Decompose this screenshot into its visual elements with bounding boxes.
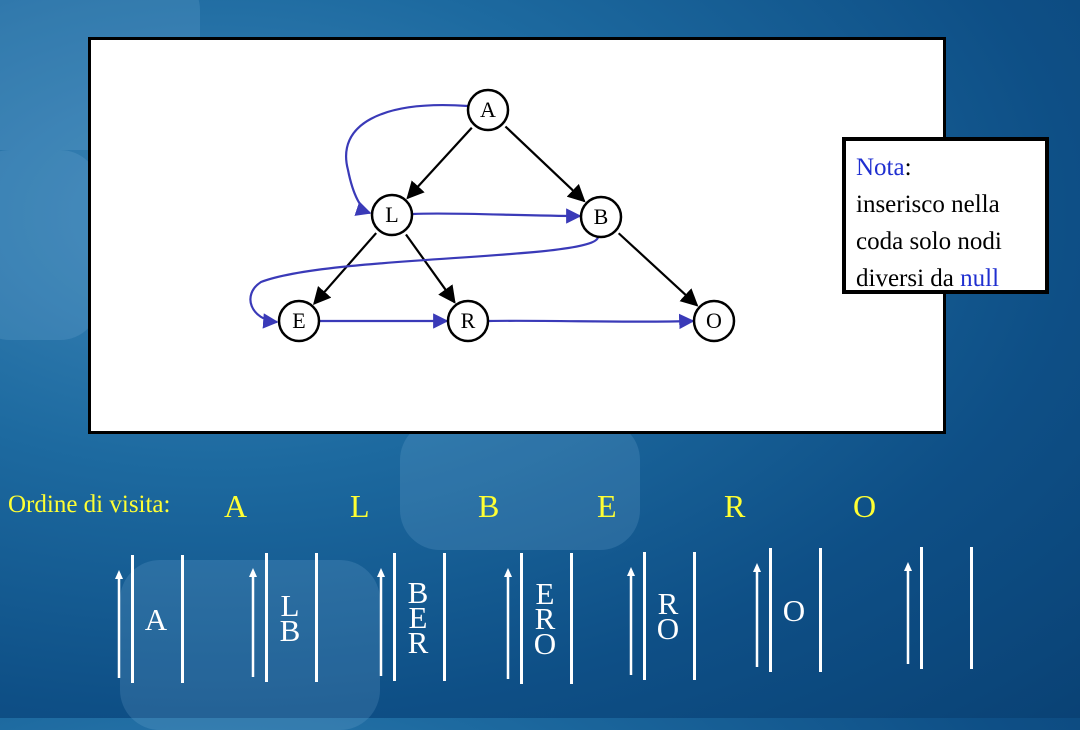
queue-item: B [279, 612, 301, 648]
queue-left-wall [520, 553, 523, 684]
queue-item: O [656, 611, 680, 646]
background-key-shape [120, 560, 380, 730]
queue-state [903, 547, 973, 669]
queue-state: O [752, 548, 822, 672]
note-line-2: coda solo nodi [856, 228, 1002, 255]
queue-right-wall [819, 548, 822, 672]
queue-item: A [144, 601, 168, 637]
queue-left-wall [393, 553, 396, 681]
visit-edge-R-O [488, 313, 695, 330]
queue-item: R [407, 624, 429, 660]
queue-left-wall [643, 552, 646, 680]
queue-item: L [280, 587, 300, 623]
queue-right-wall [181, 555, 184, 683]
queue-up-arrow-icon [904, 562, 912, 664]
background-key-shape [0, 150, 100, 340]
graph-nodes-group: A L B E R O [277, 88, 736, 343]
queue-item: B [407, 574, 429, 610]
queue-right-wall [693, 552, 696, 680]
visit-edge-A-L [345, 104, 469, 216]
queue-up-arrow-icon [504, 568, 512, 679]
queue-up-arrow-icon [249, 568, 257, 677]
queue-right-wall [443, 553, 446, 681]
note-colon: : [904, 154, 912, 181]
visit-order-letter: E [597, 488, 617, 524]
visit-order-letter: L [350, 488, 370, 524]
queue-left-wall [131, 555, 134, 683]
visit-order-letter: O [853, 488, 877, 524]
queue-item: R [657, 586, 679, 621]
tree-edges-group [313, 125, 699, 307]
note-box: Nota: inserisco nella coda solo nodi div… [842, 137, 1049, 294]
queue-state: A [114, 555, 184, 683]
visit-order-letter: A [224, 488, 248, 524]
note-line-3: diversi da null [856, 260, 1035, 297]
visit-edges-group [249, 104, 695, 330]
queue-up-arrow-icon [753, 563, 761, 667]
visit-edge-L-B [412, 208, 582, 224]
node-R-label: R [461, 308, 476, 333]
note-null-keyword: null [960, 265, 1000, 292]
tree-edge-L-R [405, 233, 456, 304]
visit-order-letter: R [724, 488, 746, 524]
queue-right-wall [315, 553, 318, 682]
node-O-label: O [706, 308, 722, 333]
bfs-graph-diagram: A L B E R O [249, 88, 736, 343]
node-E-circle [277, 299, 321, 343]
node-L-circle [370, 193, 414, 237]
node-L-label: L [385, 202, 398, 227]
node-B-circle [579, 195, 623, 239]
tree-edge-L-E [313, 232, 377, 306]
queue-left-wall [920, 547, 923, 669]
queue-up-arrow-icon [377, 568, 385, 676]
node-O-circle [692, 299, 736, 343]
graph-panel: A L B E R O [88, 37, 946, 434]
queue-left-wall [265, 553, 268, 682]
visit-edge-B-E [249, 236, 600, 329]
queue-item: R [534, 601, 556, 636]
queue-item: O [533, 626, 557, 661]
node-A-circle [466, 88, 510, 132]
queue-up-arrow-icon [115, 570, 123, 678]
background-key-shape [400, 420, 640, 550]
tree-edge-B-O [617, 232, 699, 307]
note-title-line: Nota: [856, 149, 1035, 186]
note-title: Nota [856, 154, 905, 181]
node-B-label: B [594, 204, 609, 229]
visit-order-label: Ordine di visita: [8, 491, 171, 518]
queue-right-wall [570, 553, 573, 684]
queue-item: E [535, 576, 555, 611]
note-line-1: inserisco nella [856, 191, 1000, 218]
tree-edge-A-B [504, 125, 586, 203]
queue-item: E [408, 599, 428, 635]
visit-order-letter: B [478, 488, 500, 524]
node-A-label: A [480, 97, 496, 122]
queue-up-arrow-icon [627, 567, 635, 675]
tree-edge-A-L [406, 126, 473, 200]
queue-right-wall [970, 547, 973, 669]
queue-left-wall [769, 548, 772, 672]
node-E-label: E [292, 308, 305, 333]
queue-item: O [782, 592, 806, 628]
note-line-3-prefix: diversi da [856, 265, 961, 292]
node-R-circle [446, 299, 490, 343]
